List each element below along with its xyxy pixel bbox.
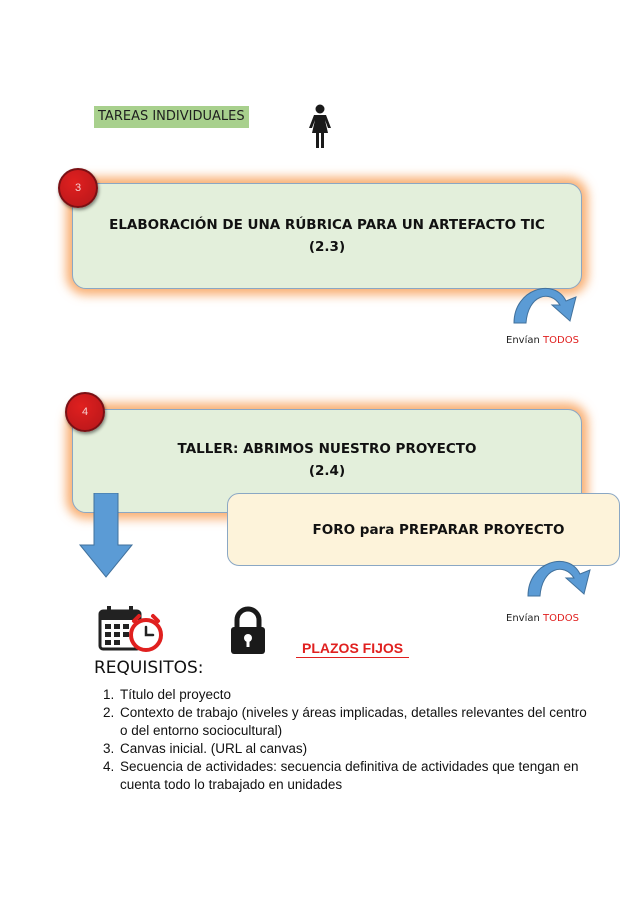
task-number-badge: 3 [58, 168, 98, 208]
envian-highlight: TODOS [543, 613, 579, 624]
plazos-fijos-label: PLAZOS FIJOS [296, 640, 410, 658]
section-label-tareas: TAREAS INDIVIDUALES [94, 106, 249, 128]
envian-highlight: TODOS [543, 335, 579, 346]
foro-card: FORO para PREPARAR PROYECTO [227, 493, 620, 566]
envian-prefix: Envían [506, 335, 540, 346]
curved-arrow-icon [513, 287, 577, 324]
task-title: ELABORACIÓN DE UNA RÚBRICA PARA UN ARTEF… [109, 217, 545, 233]
envian-todos-note: Envían TODOS [506, 613, 579, 624]
list-item: Secuencia de actividades: secuencia defi… [118, 758, 588, 794]
requisitos-list: Título del proyecto Contexto de trabajo … [94, 686, 588, 794]
person-icon [309, 104, 331, 148]
envian-todos-note: Envían TODOS [506, 335, 579, 346]
task-card-3: ELABORACIÓN DE UNA RÚBRICA PARA UN ARTEF… [72, 183, 582, 289]
requisitos-title: REQUISITOS: [94, 658, 204, 678]
task-title: TALLER: ABRIMOS NUESTRO PROYECTO [177, 441, 477, 457]
down-arrow-icon [78, 493, 134, 578]
list-item: Canvas inicial. (URL al canvas) [118, 740, 588, 758]
envian-prefix: Envían [506, 613, 540, 624]
list-item: Contexto de trabajo (niveles y áreas imp… [118, 704, 588, 740]
curved-arrow-icon [527, 560, 591, 597]
foro-label: FORO para PREPARAR PROYECTO [312, 521, 565, 538]
calendar-alarm-icon [98, 606, 163, 652]
lock-icon [231, 606, 265, 654]
task-code: (2.4) [308, 463, 346, 479]
task-number-badge: 4 [65, 392, 105, 432]
task-code: (2.3) [308, 239, 346, 255]
list-item: Título del proyecto [118, 686, 588, 704]
